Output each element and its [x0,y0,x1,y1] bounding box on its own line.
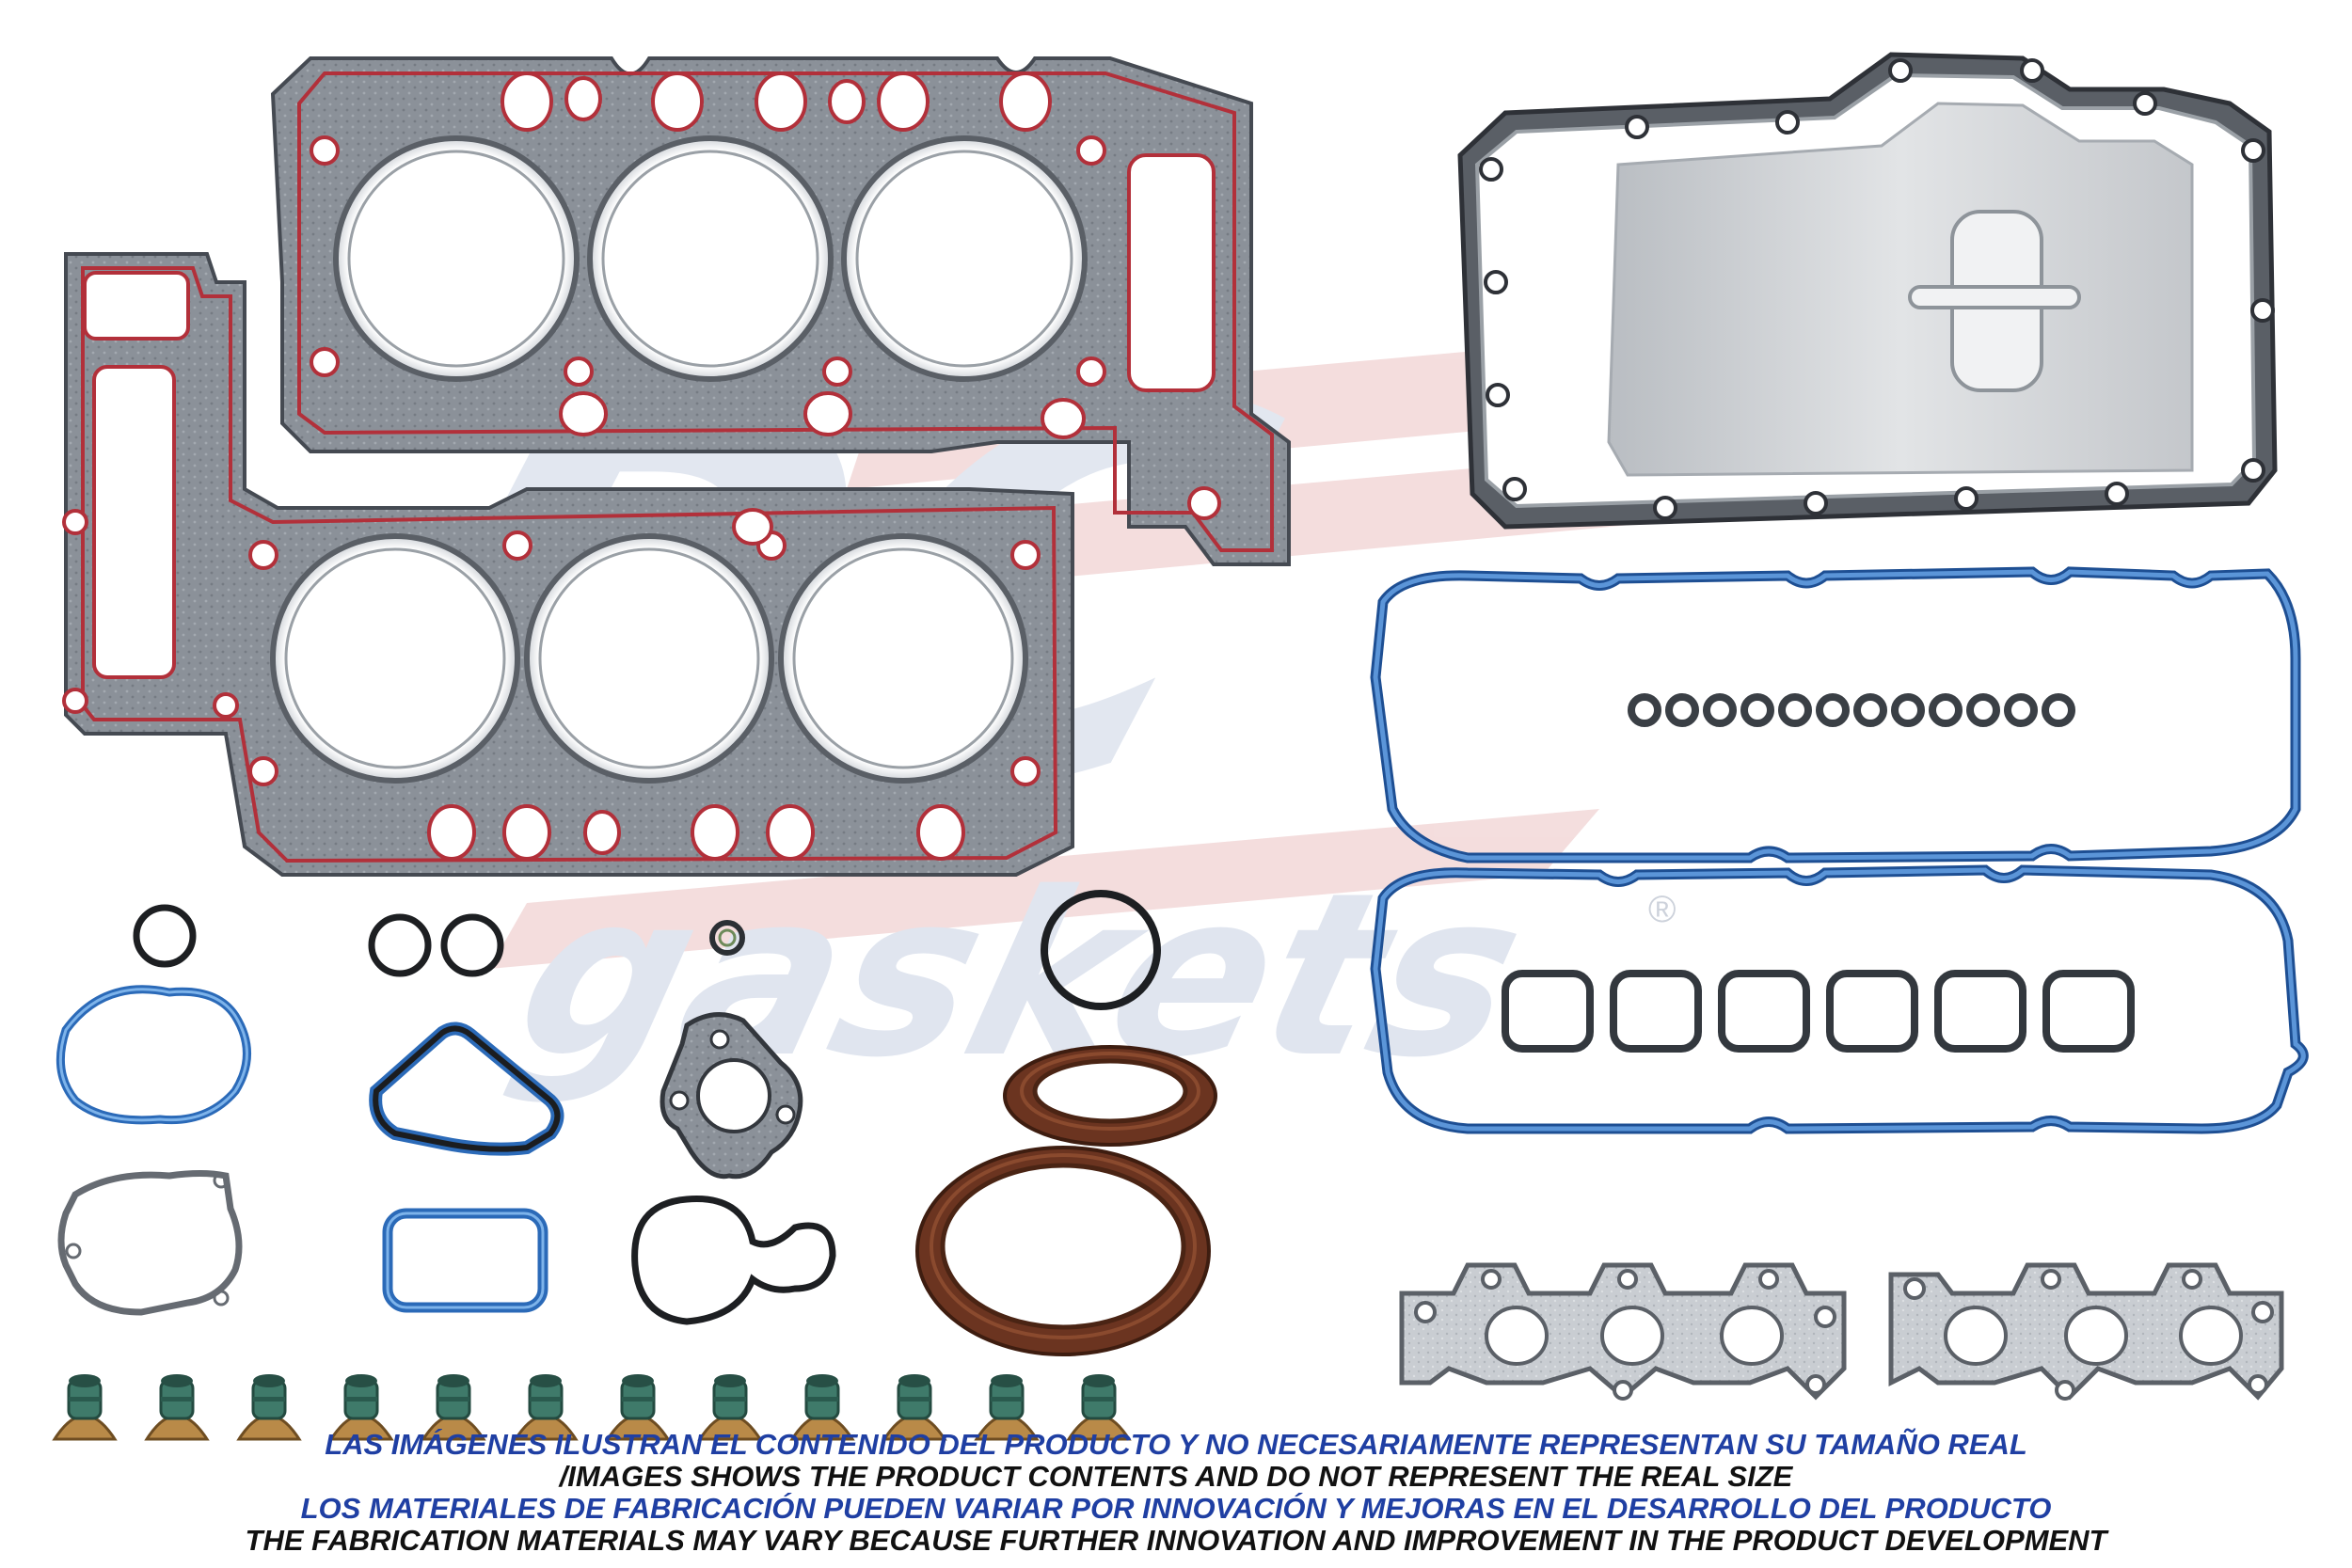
disclaimer-line-1: LAS IMÁGENES ILUSTRAN EL CONTENIDO DEL P… [325,1428,2027,1461]
valve-stem-seal [697,1374,763,1441]
head-gasket-lower [62,252,1074,877]
valve-stem-seal [236,1374,302,1441]
valve-stem-seal [974,1374,1040,1441]
rear-main-seal [915,1146,1211,1356]
valve-cover-gasket-lower [1370,864,2309,1134]
water-outlet-gasket [631,1196,836,1325]
valve-stem-seal [882,1374,947,1441]
valve-stem-seal [1066,1374,1132,1441]
valve-stem-seal [144,1374,210,1441]
exhaust-manifold-gasket-right [1888,1262,2284,1401]
valve-stem-seal [513,1374,579,1441]
disclaimer-line-3: LOS MATERIALES DE FABRICACIÓN PUEDEN VAR… [300,1492,2052,1525]
valve-stem-seals [52,1374,1132,1441]
spark-plug-tube-seals [1628,693,2075,727]
thermostat-housing-gasket [369,1022,564,1156]
head-gasket-upper [270,56,1291,566]
intake-port-seals [1502,970,2135,1053]
disclaimer-line-4: THE FABRICATION MATERIALS MAY VARY BECAU… [245,1524,2107,1557]
valve-stem-seal [605,1374,671,1441]
disclaimer-line-2: /IMAGES SHOWS THE PRODUCT CONTENTS AND D… [559,1460,1793,1493]
o-ring-pair [368,913,504,977]
valve-stem-seal [421,1374,486,1441]
water-pump-gasket-blue [56,985,251,1125]
egr-gasket [660,1012,803,1180]
o-ring-tiny [709,920,745,956]
valve-stem-seal [52,1374,118,1441]
valve-stem-seal [789,1374,855,1441]
o-ring-small-left [133,904,197,968]
front-crank-seal [1003,1045,1217,1147]
valve-cover-gasket-upper [1370,566,2301,863]
o-ring-large [1041,890,1161,1010]
watermark-registered-mark: ® [1648,889,1676,930]
oil-pan-gasket [1457,52,2278,530]
square-gasket-blue [382,1208,548,1313]
valve-stem-seal [328,1374,394,1441]
timing-cover-gasket [57,1170,243,1316]
exhaust-manifold-gasket-left [1399,1262,1847,1401]
